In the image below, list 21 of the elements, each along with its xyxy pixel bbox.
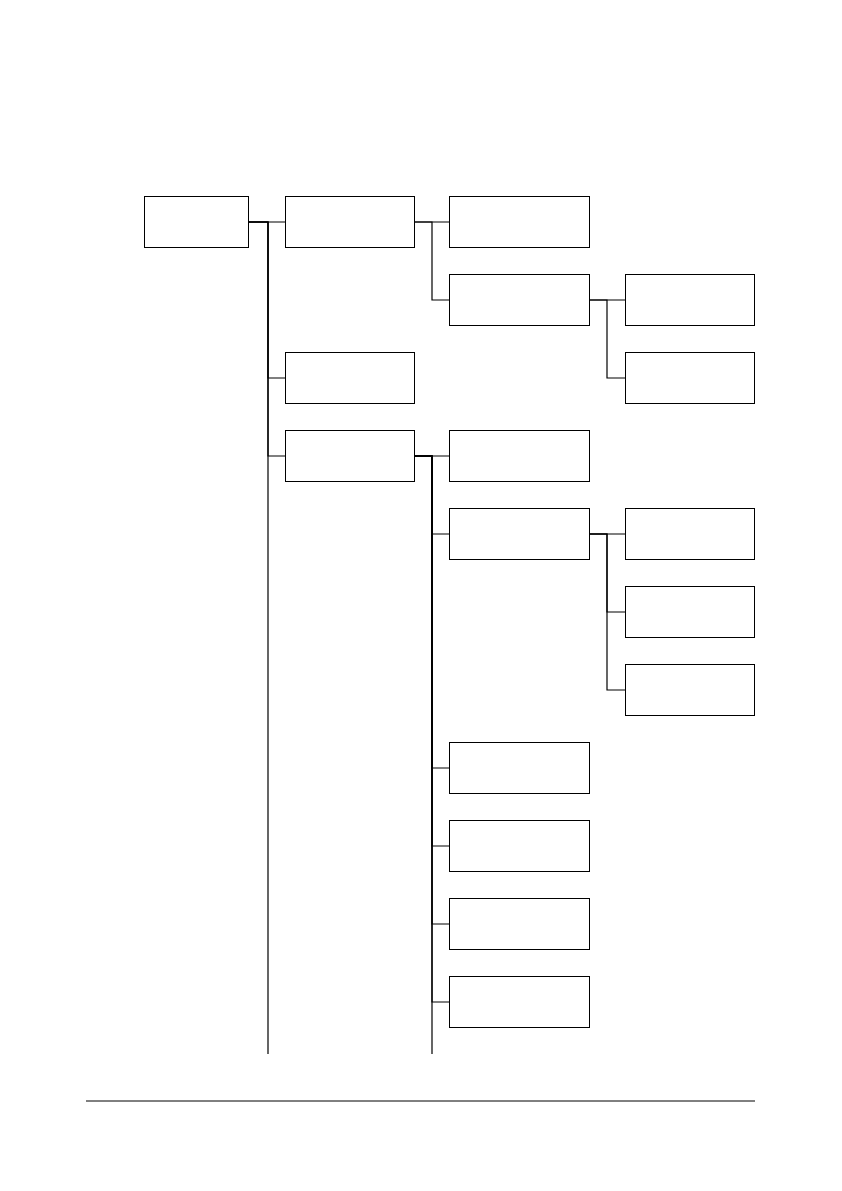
tree-box bbox=[625, 664, 755, 716]
tree-box bbox=[144, 196, 249, 248]
tree-box bbox=[449, 196, 590, 248]
tree-box bbox=[625, 352, 755, 404]
tree-box bbox=[285, 352, 415, 404]
tree-box bbox=[449, 976, 590, 1028]
tree-box bbox=[285, 430, 415, 482]
tree-box bbox=[285, 196, 415, 248]
connector-line bbox=[589, 299, 626, 379]
tree-box bbox=[449, 508, 590, 560]
tree-box bbox=[449, 820, 590, 872]
tree-box bbox=[449, 742, 590, 794]
tree-box bbox=[625, 274, 755, 326]
tree-box bbox=[449, 274, 590, 326]
connector-line bbox=[589, 533, 626, 691]
tree-box bbox=[625, 586, 755, 638]
tree-box bbox=[449, 898, 590, 950]
tree-box bbox=[625, 508, 755, 560]
connector-line bbox=[248, 221, 269, 1055]
connector-line bbox=[414, 221, 450, 301]
tree-box bbox=[449, 430, 590, 482]
